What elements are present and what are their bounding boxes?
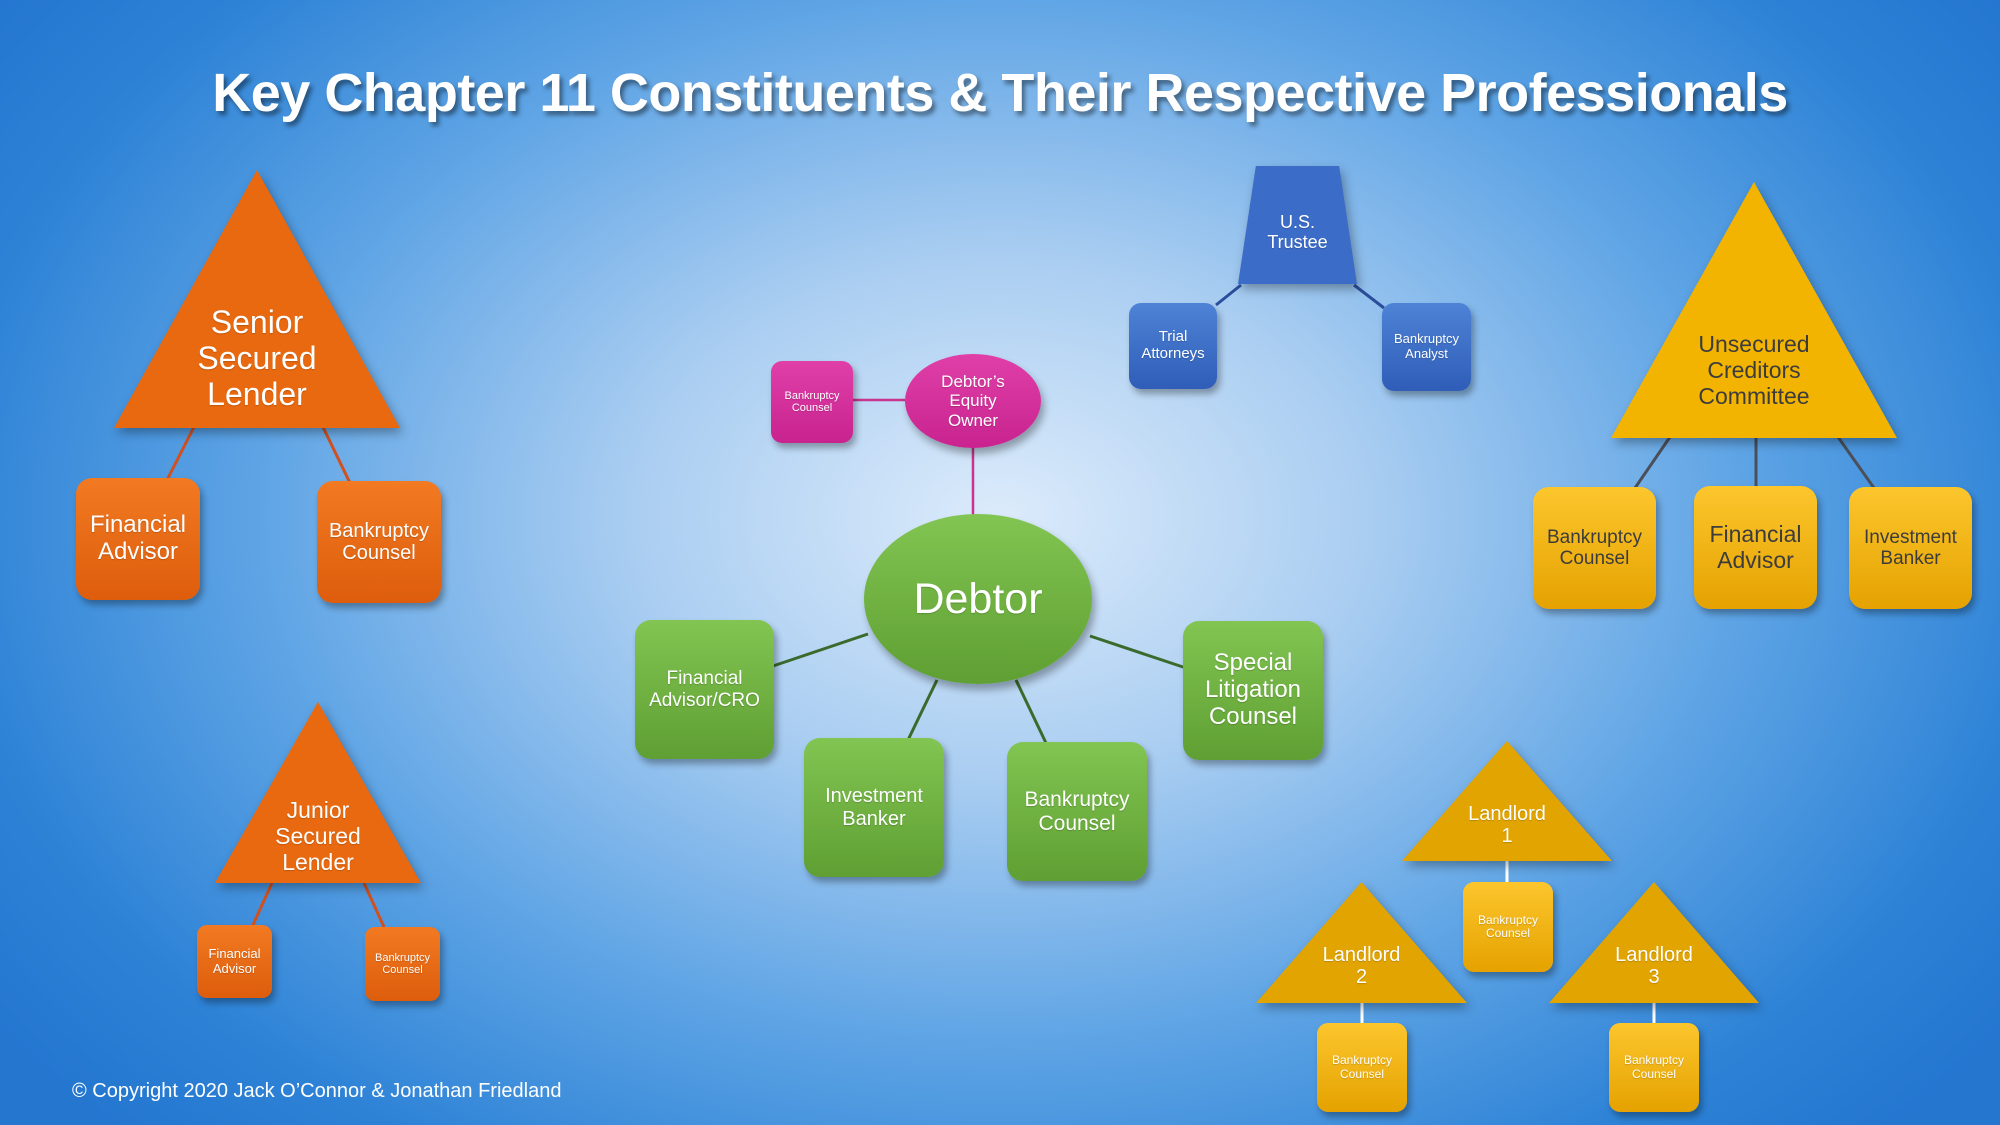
committee-bankruptcy-counsel-box: Bankruptcy Counsel [1533,487,1656,609]
committee-financial-advisor-box: Financial Advisor [1694,486,1817,609]
line-debtor-to-ib [906,679,939,741]
debtor-investment-banker-box: Investment Banker [804,738,944,877]
line-junior-to-fa [250,882,274,928]
equity-owner-bankruptcy-counsel-box: Bankruptcy Counsel [771,361,853,443]
debtors-equity-owner-ellipse: Debtor’s Equity Owner [905,354,1041,448]
senior-lender-financial-advisor-label: Financial Advisor [89,511,187,565]
senior-secured-lender-label: Senior Secured Lender [197,304,317,412]
equity-owner-bankruptcy-counsel-label: Bankruptcy Counsel [784,389,840,414]
landlord-3-counsel-label: Bankruptcy Counsel [1623,1053,1685,1081]
us-trustee-label: U.S. Trustee [1267,212,1328,253]
debtor-label: Debtor [913,574,1043,623]
unsecured-creditors-committee-triangle: Unsecured Creditors Committee [1611,182,1897,438]
junior-lender-financial-advisor-label: Financial Advisor [208,945,261,976]
junior-lender-financial-advisor-box: Financial Advisor [197,925,272,998]
landlord-3-counsel-box: Bankruptcy Counsel [1609,1023,1699,1112]
us-trustee-trapezoid: U.S. Trustee [1238,166,1357,284]
senior-lender-financial-advisor-box: Financial Advisor [76,478,200,600]
triangle-shape [1256,882,1467,1003]
special-litigation-counsel-box: Special Litigation Counsel [1183,621,1323,760]
line-trustee-to-analyst [1353,283,1385,310]
debtor-investment-banker-label: Investment Banker [825,785,923,830]
committee-bankruptcy-counsel-label: Bankruptcy Counsel [1546,526,1643,569]
debtor-bankruptcy-counsel-label: Bankruptcy Counsel [1024,787,1130,835]
landlord-3-label: Landlord 3 [1615,944,1693,989]
landlord-1-counsel-label: Bankruptcy Counsel [1477,912,1539,940]
committee-financial-advisor-label: Financial Advisor [1709,520,1802,573]
landlord-2-triangle: Landlord 2 [1256,882,1467,1003]
triangle-shape [1611,182,1897,438]
line-debtor-to-fa [772,632,869,668]
junior-lender-bankruptcy-counsel-label: Bankruptcy Counsel [374,951,431,976]
landlord-1-triangle: Landlord 1 [1402,741,1612,861]
page-title: Key Chapter 11 Constituents & Their Resp… [212,63,1788,123]
bankruptcy-analyst-label: Bankruptcy Analyst [1393,331,1460,361]
unsecured-creditors-committee-label: Unsecured Creditors Committee [1698,331,1810,409]
senior-secured-lender-triangle: Senior Secured Lender [114,170,400,428]
triangle-shape [1549,882,1759,1003]
line-senior-to-fa [165,424,197,481]
committee-investment-banker-label: Investment Banker [1864,526,1957,569]
junior-secured-lender-triangle: Junior Secured Lender [215,702,421,883]
landlord-1-label: Landlord 1 [1468,803,1546,848]
junior-lender-bankruptcy-counsel-box: Bankruptcy Counsel [365,927,440,1001]
landlord-2-counsel-box: Bankruptcy Counsel [1317,1023,1407,1112]
junior-secured-lender-label: Junior Secured Lender [275,797,361,875]
line-senior-to-counsel [320,424,352,484]
debtors-equity-owner-label: Debtor’s Equity Owner [941,372,1005,430]
triangle-shape [1402,741,1612,861]
line-junior-to-counsel [362,882,386,928]
landlord-3-triangle: Landlord 3 [1549,882,1759,1003]
line-debtor-to-counsel [1014,679,1048,744]
debtor-ellipse: Debtor [864,514,1092,684]
landlord-2-counsel-label: Bankruptcy Counsel [1331,1053,1393,1081]
special-litigation-counsel-label: Special Litigation Counsel [1204,649,1302,730]
senior-lender-bankruptcy-counsel-box: Bankruptcy Counsel [317,481,441,603]
trial-attorneys-box: Trial Attorneys [1129,303,1217,389]
trial-attorneys-label: Trial Attorneys [1141,328,1205,362]
line-committee-to-ib [1836,436,1876,489]
line-debtor-to-special [1089,634,1187,670]
committee-investment-banker-box: Investment Banker [1849,487,1972,609]
trapezoid-shape [1238,166,1357,284]
debtor-financial-advisor-cro-label: Financial Advisor/CRO [649,668,760,711]
triangle-shape [215,702,421,883]
line-trustee-to-trial [1215,283,1242,307]
copyright-notice: © Copyright 2020 Jack O’Connor & Jonatha… [72,1080,562,1102]
landlord-2-label: Landlord 2 [1322,944,1401,989]
debtor-bankruptcy-counsel-box: Bankruptcy Counsel [1007,742,1147,881]
bankruptcy-analyst-box: Bankruptcy Analyst [1382,303,1471,391]
landlord-1-counsel-box: Bankruptcy Counsel [1463,882,1553,972]
senior-lender-bankruptcy-counsel-label: Bankruptcy Counsel [328,519,430,564]
line-committee-to-counsel [1633,436,1672,489]
triangle-shape [114,170,400,428]
debtor-financial-advisor-cro-box: Financial Advisor/CRO [635,620,774,759]
